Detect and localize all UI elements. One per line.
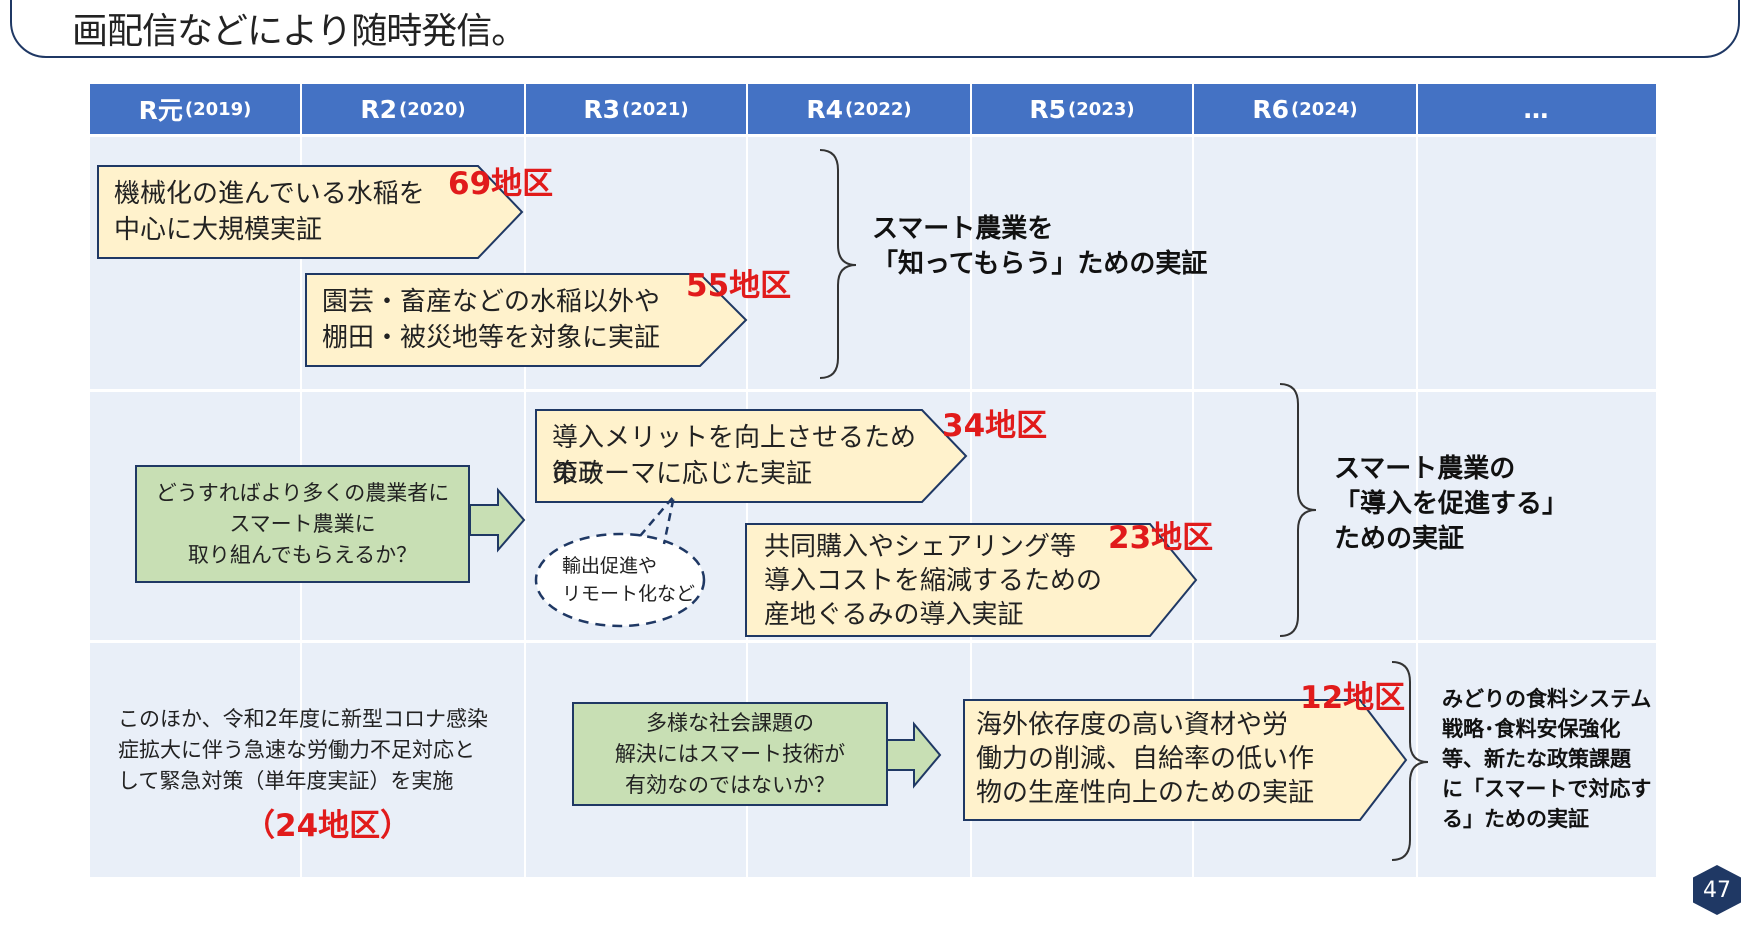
box-line: 策テーマに応じた実証 xyxy=(552,459,813,489)
column-header-r1: R元(2019) xyxy=(90,84,300,134)
box-line: 園芸・畜産などの水稲以外や xyxy=(322,287,661,317)
count-23: 23地区 xyxy=(1108,520,1214,556)
count-24: （24地区） xyxy=(244,808,412,844)
column-era: R5 xyxy=(1029,94,1067,124)
question-line: 取り組んでもらえるか？ xyxy=(187,542,418,567)
column-era: … xyxy=(1523,94,1549,124)
arrow-box-shape xyxy=(97,165,524,259)
arrow-box-shape xyxy=(963,699,1408,821)
column-header-r2: R2(2020) xyxy=(302,84,524,134)
arrow-box-self-sufficiency: 海外依存度の高い資材や労 働力の削減、自給率の低い作 物の生産性向上のための実証 xyxy=(976,708,1356,816)
column-header-more: … xyxy=(1418,84,1656,134)
box-line: 海外依存度の高い資材や労 xyxy=(976,710,1289,740)
green-arrow-shape xyxy=(469,487,526,553)
question-box-social: 多様な社会課題の 解決にはスマート技術が 有効なのではないか？ xyxy=(572,702,888,806)
speech-bubble-text: 輸出促進や リモート化など xyxy=(562,552,695,608)
column-era: R2 xyxy=(360,94,398,124)
box-line: 導入メリットを向上させるための政 xyxy=(552,423,917,489)
question-line: どうすればより多くの農業者に xyxy=(155,480,450,505)
label-line: 戦略･食料安保強化 xyxy=(1442,717,1621,741)
arrow-box-cost-reduction: 共同購入やシェアリング等 導入コストを縮減するための 産地ぐるみの導入実証 xyxy=(764,530,1154,634)
speech-bubble-shape xyxy=(534,532,706,628)
arrow-box-shape xyxy=(745,523,1198,637)
header-text: 画配信などにより随時発信。 xyxy=(72,11,527,52)
brace-shape xyxy=(1279,383,1317,637)
section1-label: スマート農業を 「知ってもらう」ための実証 xyxy=(872,212,1207,282)
question-box-adoption: どうすればより多くの農業者に スマート農業に 取り組んでもらえるか？ xyxy=(135,465,470,583)
count-34: 34地区 xyxy=(942,408,1048,444)
column-era: R6 xyxy=(1252,94,1290,124)
label-line: スマート農業を xyxy=(872,214,1054,244)
section3-label: みどりの食料システム 戦略･食料安保強化 等、新たな政策課題 に「スマートで対応… xyxy=(1442,684,1651,834)
row-divider xyxy=(90,389,1656,392)
grid-divider xyxy=(1416,137,1418,877)
bubble-line: リモート化など xyxy=(562,583,696,605)
column-era: R4 xyxy=(806,94,844,124)
green-arrow-shape xyxy=(885,721,942,789)
box-line: 産地ぐるみの導入実証 xyxy=(764,600,1024,630)
column-era: R元 xyxy=(138,96,183,125)
header-frame xyxy=(10,0,1740,58)
row-divider xyxy=(90,640,1656,643)
label-line: スマート農業の xyxy=(1334,454,1516,484)
column-year: (2023) xyxy=(1068,98,1135,120)
label-line: ための実証 xyxy=(1334,524,1465,554)
box-line: 物の生産性向上のための実証 xyxy=(976,778,1315,808)
label-line: る」ための実証 xyxy=(1442,807,1589,831)
label-line: 「知ってもらう」ための実証 xyxy=(872,249,1208,279)
bubble-line: 輸出促進や xyxy=(562,555,658,577)
grid-divider xyxy=(746,137,748,877)
label-line: みどりの食料システム xyxy=(1442,687,1652,711)
brace-shape xyxy=(819,149,857,379)
question-line: スマート農業に xyxy=(229,511,376,536)
column-year: (2024) xyxy=(1291,98,1358,120)
section2-label: スマート農業の 「導入を促進する」 ための実証 xyxy=(1334,452,1568,557)
box-line: 導入コストを縮減するための xyxy=(764,566,1103,596)
note-line: このほか、令和2年度に新型コロナ感染 xyxy=(118,707,488,731)
grid-divider xyxy=(524,137,526,877)
grid-divider xyxy=(1192,137,1194,877)
column-year: (2022) xyxy=(845,98,912,120)
column-year: (2020) xyxy=(399,98,466,120)
count-12: 12地区 xyxy=(1300,680,1406,716)
box-line: 働力の削減、自給率の低い作 xyxy=(976,744,1315,774)
box-line: 中心に大規模実証 xyxy=(114,215,323,245)
box-line: 共同購入やシェアリング等 xyxy=(764,532,1077,562)
question-line: 解決にはスマート技術が xyxy=(614,741,846,766)
column-era: R3 xyxy=(583,94,621,124)
note-line: して緊急対策（単年度実証）を実施 xyxy=(118,769,454,793)
column-header-r4: R4(2022) xyxy=(748,84,970,134)
grid-divider xyxy=(970,137,972,877)
column-header-r5: R5(2023) xyxy=(972,84,1192,134)
label-line: 等、新たな政策課題 xyxy=(1442,747,1631,771)
arrow-box-horticulture: 園芸・畜産などの水稲以外や 棚田・被災地等を対象に実証 xyxy=(322,284,702,360)
column-header-r6: R6(2024) xyxy=(1194,84,1416,134)
count-69: 69地区 xyxy=(448,166,554,202)
column-year: (2019) xyxy=(184,98,252,120)
question-line: 多様な社会課題の xyxy=(646,710,814,735)
arrow-box-rice: 機械化の進んでいる水稲を 中心に大規模実証 xyxy=(114,176,474,252)
box-line: 棚田・被災地等を対象に実証 xyxy=(322,323,661,353)
label-line: に「スマートで対応す xyxy=(1442,777,1652,801)
arrow-box-shape xyxy=(535,409,968,503)
box-line: 機械化の進んでいる水稲を xyxy=(114,179,425,209)
arrow-box-policy-theme: 導入メリットを向上させるための政 策テーマに応じた実証 xyxy=(552,420,932,496)
question-line: 有効なのではないか？ xyxy=(625,772,835,797)
column-header-r3: R3(2021) xyxy=(526,84,746,134)
brace-shape xyxy=(1391,661,1429,861)
covid-note: このほか、令和2年度に新型コロナ感染 症拡大に伴う急速な労働力不足対応と して緊… xyxy=(118,704,488,797)
label-line: 「導入を促進する」 xyxy=(1334,489,1569,519)
arrow-box-shape xyxy=(305,273,748,367)
column-year: (2021) xyxy=(622,98,689,120)
speech-bubble-tail xyxy=(639,495,676,545)
count-55: 55地区 xyxy=(686,268,792,304)
note-line: 症拡大に伴う急速な労働力不足対応と xyxy=(118,738,475,762)
